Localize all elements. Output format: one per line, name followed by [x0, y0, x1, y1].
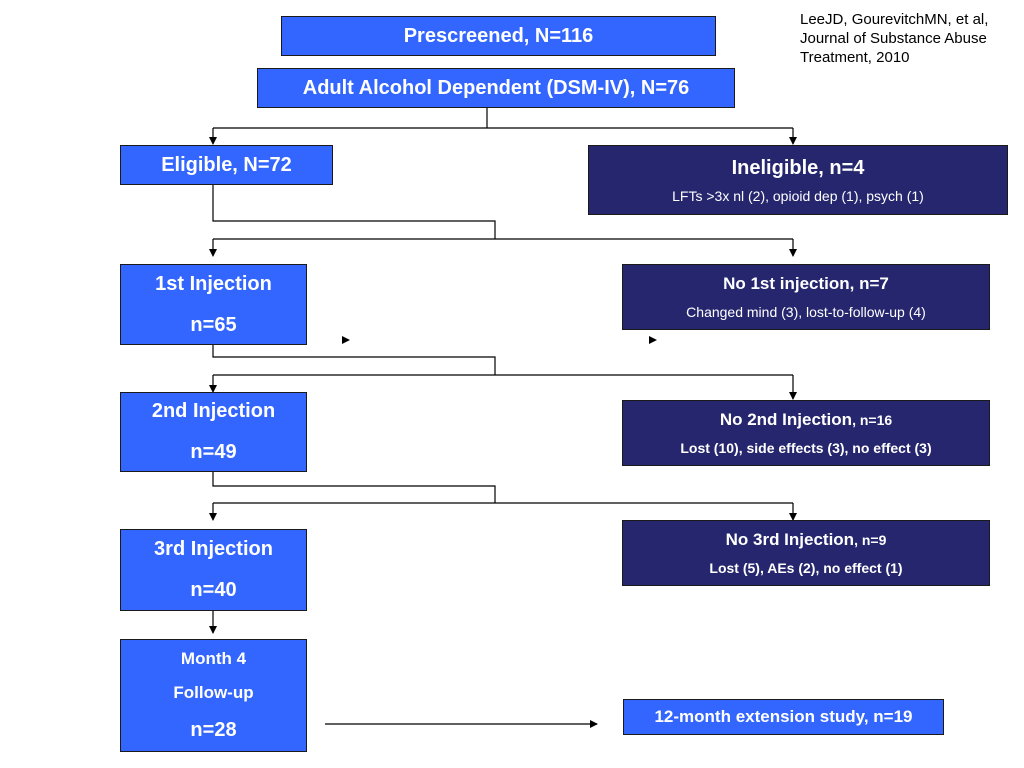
no-injection-2-count: , n=16 — [852, 412, 893, 428]
injection-2-box: 2nd Injection n=49 — [120, 392, 307, 472]
no-injection-1-label: No 1st injection, n=7 — [723, 274, 889, 293]
no-injection-3-detail: Lost (5), AEs (2), no effect (1) — [709, 560, 903, 576]
injection-3-count: n=40 — [190, 579, 237, 601]
no-injection-3-count: , n=9 — [854, 532, 887, 548]
injection-3-label: 3rd Injection — [154, 538, 273, 560]
connector-line — [212, 472, 496, 503]
citation: LeeJD, GourevitchMN, et al, Journal of S… — [800, 10, 988, 67]
injection-2-label: 2nd Injection — [151, 400, 276, 422]
adult-dependent-box: Adult Alcohol Dependent (DSM-IV), N=76 — [257, 68, 735, 108]
extension-study-box: 12-month extension study, n=19 — [623, 699, 944, 735]
citation-line: Treatment, 2010 — [800, 49, 910, 66]
injection-1-label: 1st Injection — [155, 272, 272, 295]
no-injection-3-heading: No 3rd Injection, n=9 — [726, 530, 887, 550]
no-injection-2-detail: Lost (10), side effects (3), no effect (… — [680, 440, 932, 456]
citation-line: Journal of Substance Abuse — [800, 30, 987, 47]
no-injection-2-box: No 2nd Injection, n=16 Lost (10), side e… — [622, 400, 990, 466]
connector-line — [212, 185, 496, 239]
stray-arrowhead — [649, 336, 657, 344]
no-injection-1-box: No 1st injection, n=7 Changed mind (3), … — [622, 264, 990, 330]
no-injection-3-label: No 3rd Injection — [725, 530, 855, 549]
injection-1-count: n=65 — [190, 313, 237, 336]
followup-label: Follow-up — [173, 683, 254, 702]
no-injection-3-box: No 3rd Injection, n=9 Lost (5), AEs (2),… — [622, 520, 990, 586]
no-injection-2-heading: No 2nd Injection, n=16 — [720, 410, 892, 430]
extension-study-label: 12-month extension study, n=19 — [654, 707, 913, 726]
ineligible-label: Ineligible, n=4 — [731, 156, 865, 179]
injection-1-box: 1st Injection n=65 — [120, 264, 307, 345]
ineligible-detail: LFTs >3x nl (2), opioid dep (1), psych (… — [672, 187, 924, 204]
injection-2-count: n=49 — [190, 441, 237, 463]
ineligible-box: Ineligible, n=4 LFTs >3x nl (2), opioid … — [588, 145, 1008, 215]
adult-dependent-label: Adult Alcohol Dependent (DSM-IV), N=76 — [302, 76, 690, 99]
month-4-label: Month 4 — [180, 649, 247, 668]
injection-3-box: 3rd Injection n=40 — [120, 529, 307, 611]
no-injection-1-detail: Changed mind (3), lost-to-follow-up (4) — [686, 304, 926, 320]
citation-line: LeeJD, GourevitchMN, et al, — [800, 11, 989, 28]
eligible-label: Eligible, N=72 — [161, 153, 292, 176]
no-injection-2-label: No 2nd Injection — [719, 410, 853, 429]
month-4-followup-box: Month 4 Follow-up n=28 — [120, 639, 307, 752]
prescreened-label: Prescreened, N=116 — [403, 24, 594, 47]
month-4-count: n=28 — [190, 719, 237, 741]
stray-arrowhead — [342, 336, 350, 344]
connector-line — [212, 345, 496, 375]
prescreened-box: Prescreened, N=116 — [281, 16, 716, 56]
eligible-box: Eligible, N=72 — [120, 145, 333, 185]
